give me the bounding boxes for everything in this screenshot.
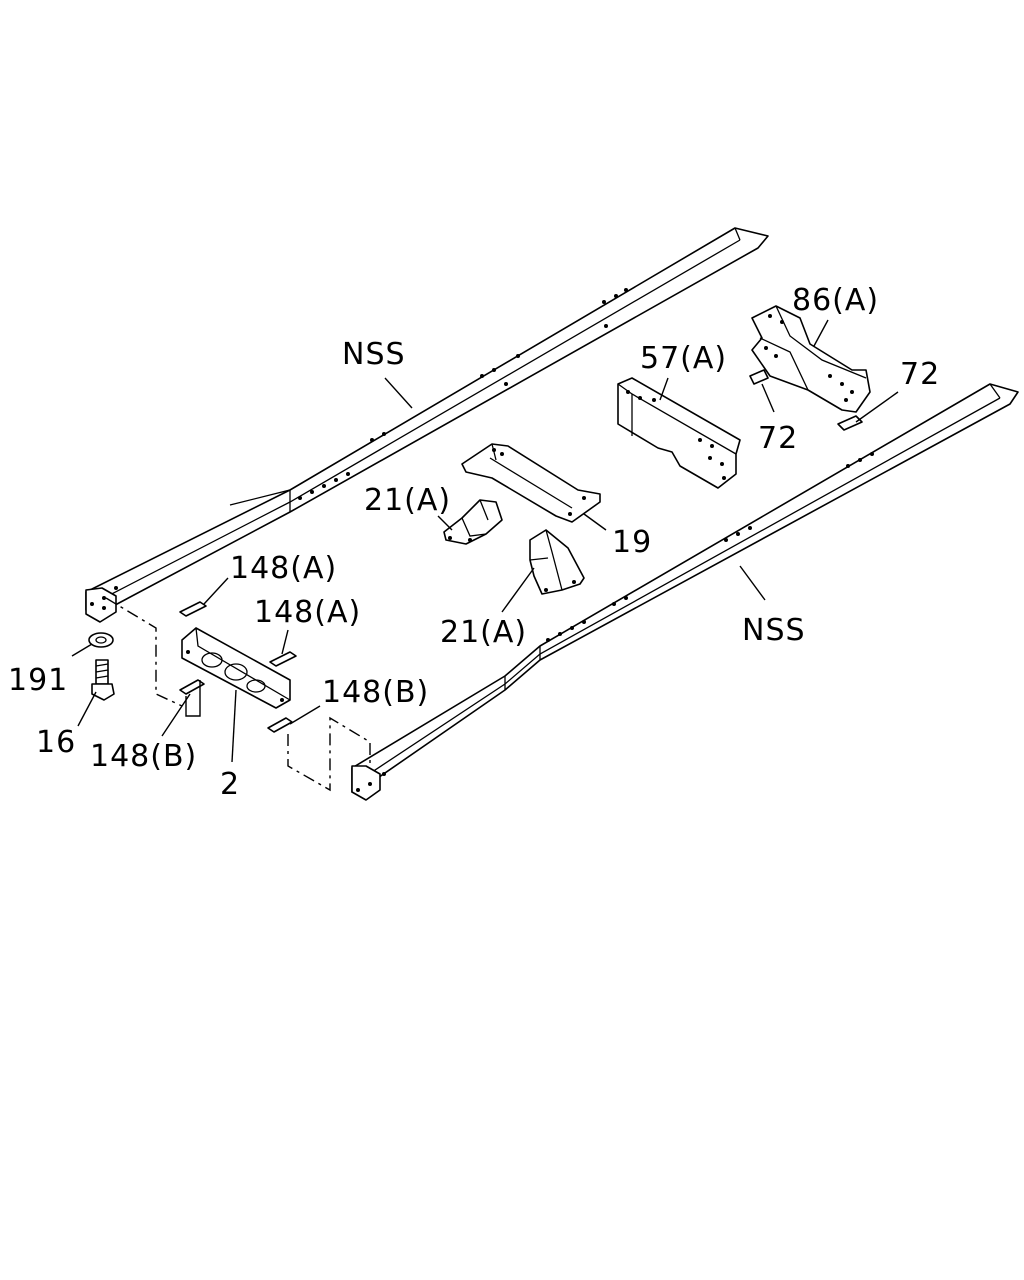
washer-191 [88, 632, 114, 648]
assembly-lines [105, 597, 371, 792]
shim-148b-left [179, 679, 205, 695]
crossmember-86a [751, 305, 871, 413]
label-72-lower: 72 [758, 421, 798, 456]
leader-lines [71, 319, 899, 763]
label-72-upper: 72 [900, 357, 940, 392]
front-crossmember-2 [181, 627, 291, 709]
bracket-21a-lower [529, 529, 585, 595]
label-2: 2 [220, 767, 240, 802]
left-frame-rail [85, 227, 769, 623]
shim-148a-lower [269, 651, 297, 667]
label-16: 16 [36, 725, 76, 760]
label-148b-left: 148(B) [90, 739, 197, 774]
crossmember-57a [617, 377, 741, 489]
shim-72-upper [749, 369, 769, 385]
shim-148a-upper [179, 601, 207, 617]
label-148a-lower: 148(A) [254, 595, 361, 630]
shim-148b-right [267, 717, 293, 733]
bracket-21a-upper [443, 499, 503, 545]
label-nss-upper: NSS [342, 337, 406, 372]
label-nss-lower: NSS [742, 613, 806, 648]
label-57a: 57(A) [640, 341, 727, 376]
bolt-16 [91, 659, 115, 701]
label-86a: 86(A) [792, 283, 879, 318]
label-21a-upper: 21(A) [364, 483, 451, 518]
label-148a-upper: 148(A) [230, 551, 337, 586]
label-148b-right: 148(B) [322, 675, 429, 710]
shim-72-lower [837, 415, 863, 431]
label-21a-lower: 21(A) [440, 615, 527, 650]
crossmember-19 [461, 443, 601, 523]
label-191: 191 [8, 663, 68, 698]
label-19: 19 [612, 525, 652, 560]
right-frame-rail [351, 383, 1019, 801]
